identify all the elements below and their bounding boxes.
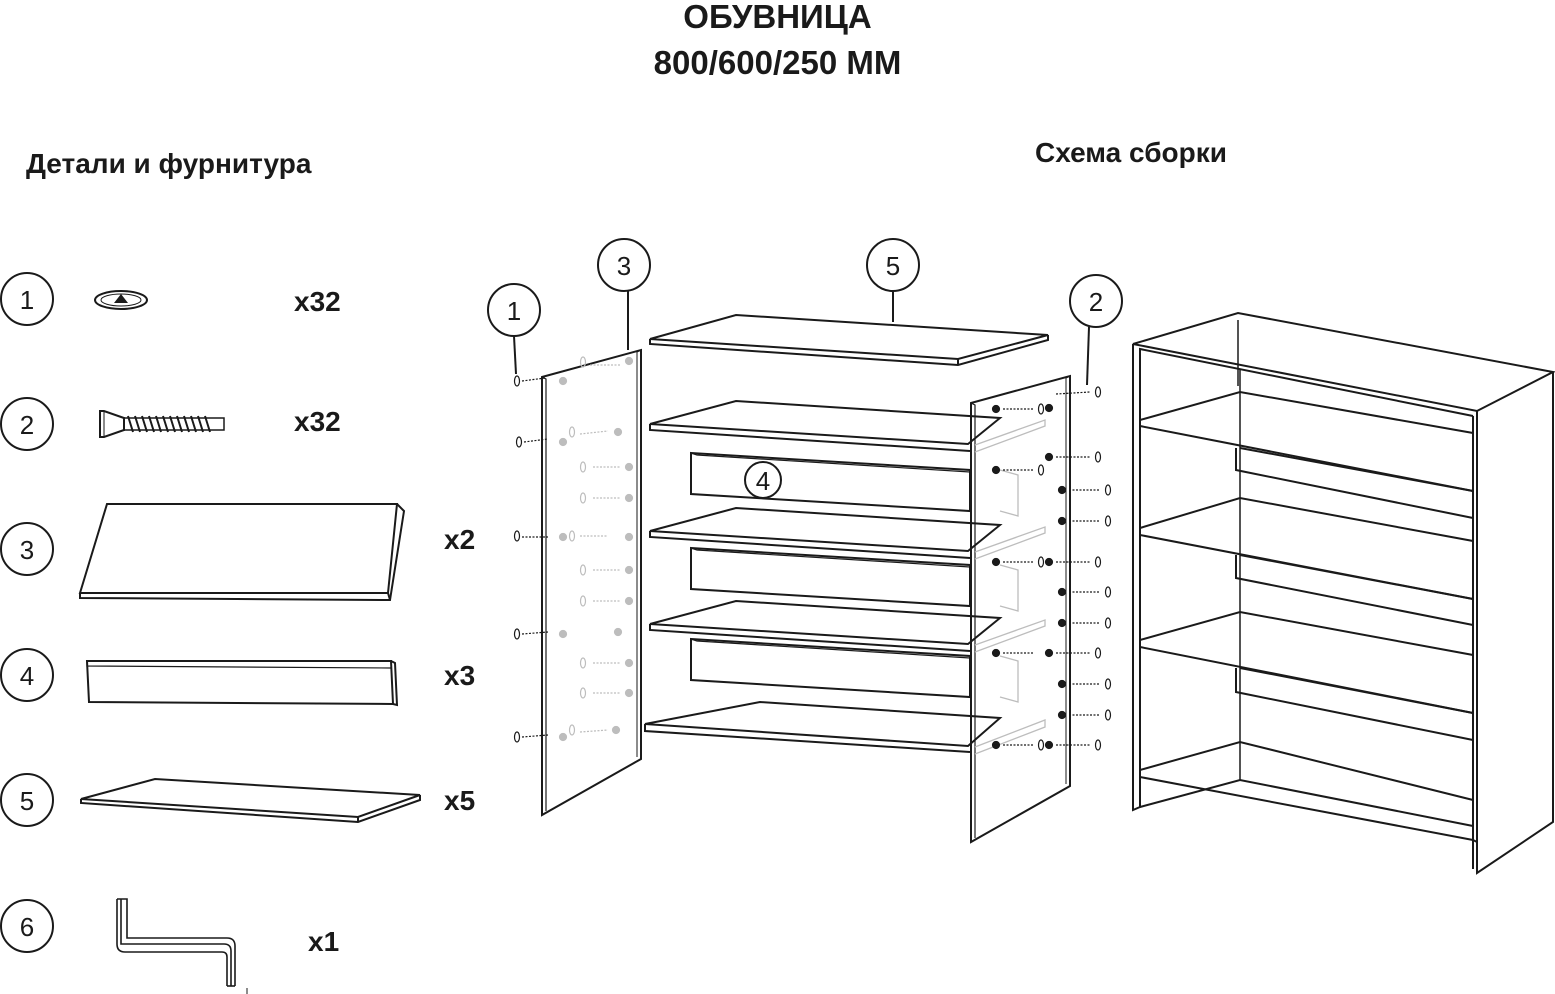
cam-lock-icon (94, 290, 148, 310)
right-side-panel (970, 374, 1071, 844)
left-outside-screws (513, 375, 549, 743)
side-panel-icon (78, 503, 406, 602)
right-panel-hardware (991, 386, 1112, 751)
shelf-board-icon (80, 777, 421, 824)
callout-2-label: 2 (1089, 287, 1103, 317)
callout-3: 3 (597, 238, 651, 350)
assembly-heading: Схема сборки (1035, 137, 1227, 168)
callout-5: 5 (866, 238, 920, 322)
part-number-circle-4: 4 (0, 648, 54, 702)
callout-2: 2 (1069, 274, 1123, 386)
shelf-2 (649, 506, 1003, 559)
callout-5-label: 5 (886, 251, 900, 281)
part-4-quantity: x3 (444, 660, 476, 691)
part-3-quantity: x2 (444, 524, 476, 555)
part-number-circle-3: 3 (0, 522, 54, 576)
part-number-3: 3 (20, 535, 34, 565)
page-title: ОБУВНИЦА (683, 0, 872, 35)
left-side-panel (541, 348, 642, 817)
right-panel-hidden-lines (974, 419, 1046, 755)
left-panel-hardware (558, 356, 634, 742)
screw-icon (99, 410, 225, 438)
part-number-circle-2: 2 (0, 397, 54, 451)
callout-4: 4 (744, 461, 782, 499)
top-board (649, 313, 1049, 367)
assembled-cabinet (1132, 311, 1555, 875)
callout-4-label: 4 (756, 466, 770, 496)
part-number-4: 4 (20, 661, 34, 691)
shelf-1 (649, 399, 1003, 452)
shelf-3 (649, 599, 1003, 652)
part-number-circle-6: 6 (0, 899, 54, 953)
part-number-circle-1: 1 (0, 272, 54, 326)
callout-3-label: 3 (617, 251, 631, 281)
back-plank-icon (85, 660, 399, 707)
part-number-1: 1 (20, 285, 34, 315)
callout-1: 1 (487, 283, 541, 375)
hex-key-icon (116, 898, 248, 994)
part-1-quantity: x32 (294, 286, 341, 317)
part-number-2: 2 (20, 410, 34, 440)
part-6-quantity: x1 (308, 926, 340, 957)
shelf-4-bottom (644, 700, 1003, 753)
back-plank-2 (690, 546, 971, 608)
part-number-circle-5: 5 (0, 773, 54, 827)
back-plank-1 (690, 451, 971, 513)
callout-1-label: 1 (507, 296, 521, 326)
page-subtitle-dimensions: 800/600/250 ММ (653, 44, 902, 81)
part-number-6: 6 (20, 912, 34, 942)
part-2-quantity: x32 (294, 406, 341, 437)
parts-heading: Детали и фурнитура (26, 148, 312, 179)
part-5-quantity: x5 (444, 785, 476, 816)
part-number-5: 5 (20, 786, 34, 816)
